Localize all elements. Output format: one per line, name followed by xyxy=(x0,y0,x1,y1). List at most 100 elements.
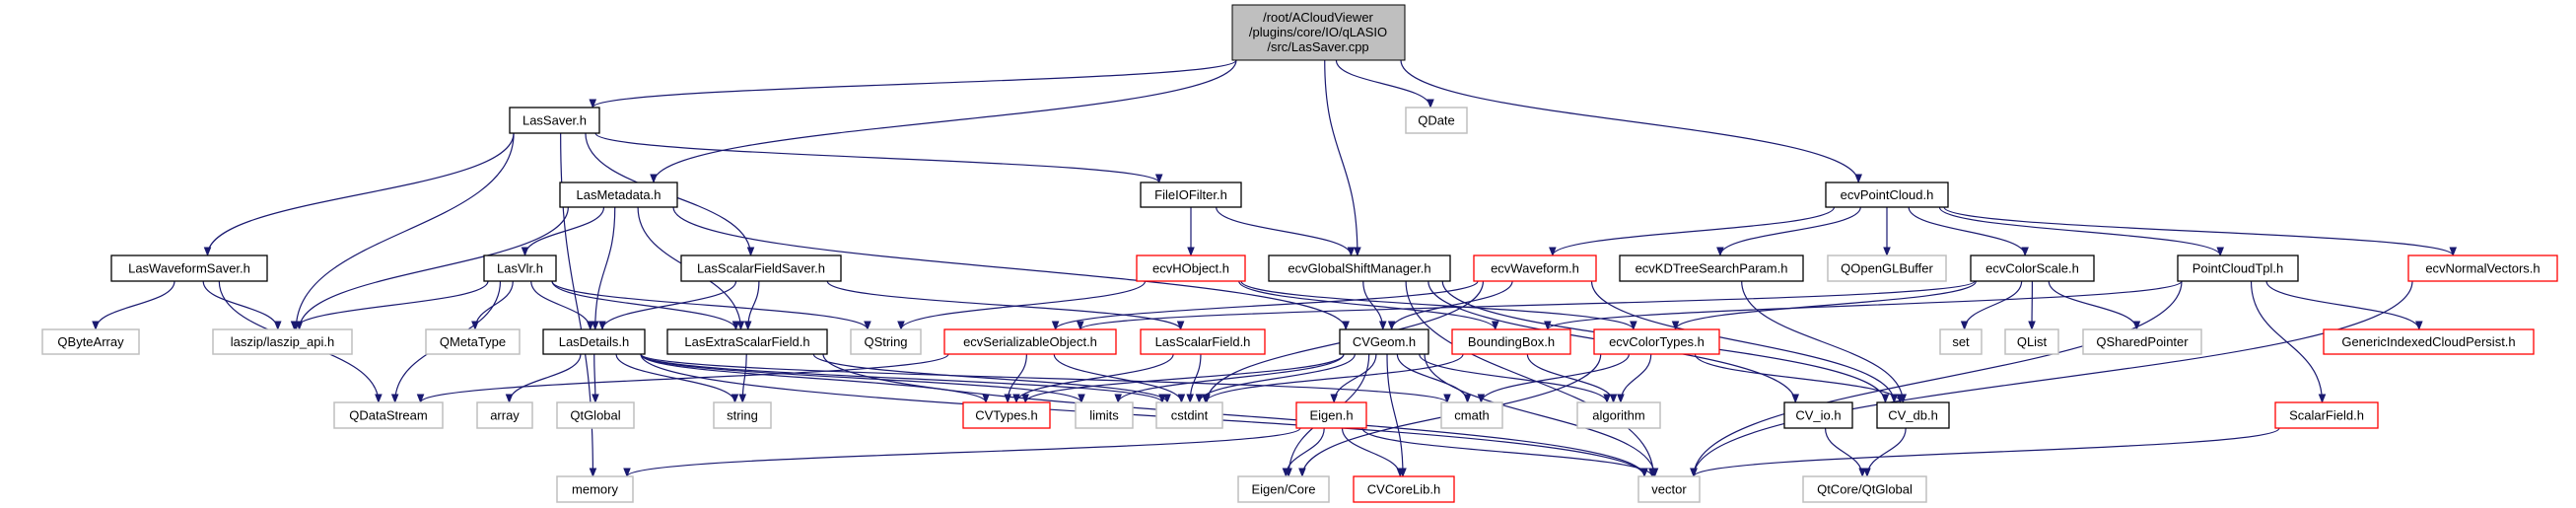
node-cstdint[interactable]: cstdint xyxy=(1155,401,1223,429)
edge-ecvHObject-to-ecvColorTypes xyxy=(1240,280,1637,330)
node-algorithm[interactable]: algorithm xyxy=(1576,401,1661,429)
node-QDataStream[interactable]: QDataStream xyxy=(333,401,444,429)
edge-root-to-ecvPointCloud xyxy=(1400,59,1862,183)
node-ecvGlobalShiftManager[interactable]: ecvGlobalShiftManager.h xyxy=(1268,254,1451,282)
node-ecvColorTypes[interactable]: ecvColorTypes.h xyxy=(1593,328,1720,355)
node-array[interactable]: array xyxy=(476,401,533,429)
node-BoundingBox[interactable]: BoundingBox.h xyxy=(1451,328,1571,355)
edge-BoundingBox-to-cstdint xyxy=(1202,353,1464,403)
node-CVCoreLib[interactable]: CVCoreLib.h xyxy=(1353,475,1455,503)
edge-LasMetadata-to-LasVlr xyxy=(521,206,605,256)
node-LasScalarFieldSaver[interactable]: LasScalarFieldSaver.h xyxy=(680,254,842,282)
node-label: CV_db.h xyxy=(1888,408,1938,423)
node-CVGeom[interactable]: CVGeom.h xyxy=(1339,328,1429,355)
node-ecvColorScale[interactable]: ecvColorScale.h xyxy=(1970,254,2095,282)
node-LasMetadata[interactable]: LasMetadata.h xyxy=(559,181,678,208)
node-box xyxy=(41,328,140,355)
edge-LasDetails-to-CVTypes xyxy=(640,353,990,403)
edge-LasExtraScalarField-to-vector xyxy=(822,353,1648,477)
node-label: LasScalarFieldSaver.h xyxy=(697,261,825,276)
node-QList[interactable]: QList xyxy=(2004,328,2059,355)
edge-ecvPointCloud-to-PointCloudTpl xyxy=(1938,206,2224,256)
edge-LasScalarField-to-cstdint xyxy=(1186,353,1202,403)
node-LasSaver[interactable]: LasSaver.h xyxy=(509,107,600,134)
node-box xyxy=(1637,475,1701,503)
node-label: limits xyxy=(1089,408,1119,423)
node-ecvKDTreeSearchParam[interactable]: ecvKDTreeSearchParam.h xyxy=(1619,254,1804,282)
node-box xyxy=(1827,254,1947,282)
edge-ecvColorScale-to-set xyxy=(1960,280,2023,330)
edge-LasWaveformSaver-to-QByteArray xyxy=(92,280,175,330)
node-QSharedPointer[interactable]: QSharedPointer xyxy=(2082,328,2202,355)
node-GenericIndexedCloudPersist[interactable]: GenericIndexedCloudPersist.h xyxy=(2323,328,2535,355)
node-QMetaType[interactable]: QMetaType xyxy=(425,328,521,355)
node-label: QtGlobal xyxy=(570,408,620,423)
node-LasScalarField[interactable]: LasScalarField.h xyxy=(1140,328,1266,355)
edge-ecvGlobalShiftManager-to-vector xyxy=(1405,280,1658,477)
node-string[interactable]: string xyxy=(713,401,772,429)
root-path-line-2: /plugins/core/IO/qLASIO xyxy=(1249,25,1387,39)
node-box xyxy=(1339,328,1429,355)
node-label: ecvPointCloud.h xyxy=(1841,187,1934,202)
node-PointCloudTpl[interactable]: PointCloudTpl.h xyxy=(2177,254,2299,282)
edge-Eigen-to-EigenCore xyxy=(1282,427,1325,477)
node-box xyxy=(2004,328,2059,355)
node-box xyxy=(713,401,772,429)
node-CV_db[interactable]: CV_db.h xyxy=(1876,401,1950,429)
node-ecvPointCloud[interactable]: ecvPointCloud.h xyxy=(1825,181,1949,208)
node-limits[interactable]: limits xyxy=(1075,401,1134,429)
edge-ecvPointCloud-to-ecvWaveform xyxy=(1549,206,1836,256)
edge-PointCloudTpl-to-BoundingBox xyxy=(1544,280,2183,330)
node-QtGlobal[interactable]: QtGlobal xyxy=(556,401,635,429)
node-CV_io[interactable]: CV_io.h xyxy=(1783,401,1853,429)
node-LasExtraScalarField[interactable]: LasExtraScalarField.h xyxy=(666,328,828,355)
node-LasWaveformSaver[interactable]: LasWaveformSaver.h xyxy=(110,254,268,282)
edge-ScalarField-to-vector xyxy=(1690,427,2280,477)
node-box xyxy=(1075,401,1134,429)
node-QtCoreQtGlobal[interactable]: QtCore/QtGlobal xyxy=(1802,475,1927,503)
node-label: Eigen/Core xyxy=(1251,482,1315,497)
node-box xyxy=(850,328,922,355)
node-box xyxy=(1155,401,1223,429)
node-ecvHObject[interactable]: ecvHObject.h xyxy=(1136,254,1246,282)
node-ecvNormalVectors[interactable]: ecvNormalVectors.h xyxy=(2407,254,2558,282)
node-box xyxy=(2082,328,2202,355)
node-ecvWaveform[interactable]: ecvWaveform.h xyxy=(1473,254,1597,282)
node-laszip[interactable]: laszip/laszip_api.h xyxy=(212,328,353,355)
node-vector[interactable]: vector xyxy=(1637,475,1701,503)
node-EigenCore[interactable]: Eigen/Core xyxy=(1237,475,1330,503)
node-label: BoundingBox.h xyxy=(1468,334,1555,349)
edge-ecvGlobalShiftManager-to-CVGeom xyxy=(1362,280,1387,330)
edge-LasExtraScalarField-to-string xyxy=(738,353,747,403)
node-ScalarField[interactable]: ScalarField.h xyxy=(2274,401,2379,429)
node-Eigen[interactable]: Eigen.h xyxy=(1295,401,1367,429)
node-box xyxy=(1451,328,1571,355)
node-box xyxy=(476,401,533,429)
node-QOpenGLBuffer[interactable]: QOpenGLBuffer xyxy=(1827,254,1947,282)
node-QByteArray[interactable]: QByteArray xyxy=(41,328,140,355)
node-ecvSerializableObject[interactable]: ecvSerializableObject.h xyxy=(943,328,1117,355)
root-file-node[interactable]: /root/ACloudViewer /plugins/core/IO/qLAS… xyxy=(1231,4,1406,61)
root-path-line-3: /src/LasSaver.cpp xyxy=(1267,39,1368,54)
node-memory[interactable]: memory xyxy=(556,475,634,503)
node-QString[interactable]: QString xyxy=(850,328,922,355)
node-label: LasMetadata.h xyxy=(576,187,661,202)
node-label: FileIOFilter.h xyxy=(1154,187,1227,202)
node-box xyxy=(962,401,1051,429)
node-label: Eigen.h xyxy=(1309,408,1353,423)
node-box xyxy=(509,107,600,134)
node-QDate[interactable]: QDate xyxy=(1405,107,1468,134)
node-set[interactable]: set xyxy=(1939,328,1983,355)
node-label: algorithm xyxy=(1592,408,1644,423)
node-FileIOFilter[interactable]: FileIOFilter.h xyxy=(1140,181,1242,208)
node-LasDetails[interactable]: LasDetails.h xyxy=(542,328,646,355)
node-box xyxy=(1802,475,1927,503)
edge-CVGeom-to-cmath xyxy=(1396,353,1472,403)
node-LasVlr[interactable]: LasVlr.h xyxy=(483,254,557,282)
node-CVTypes[interactable]: CVTypes.h xyxy=(962,401,1051,429)
edge-root-to-LasSaver xyxy=(589,59,1237,109)
edge-ecvColorTypes-to-CV_db xyxy=(1694,353,1905,403)
node-cmath[interactable]: cmath xyxy=(1440,401,1503,429)
node-label: ecvKDTreeSearchParam.h xyxy=(1636,261,1788,276)
